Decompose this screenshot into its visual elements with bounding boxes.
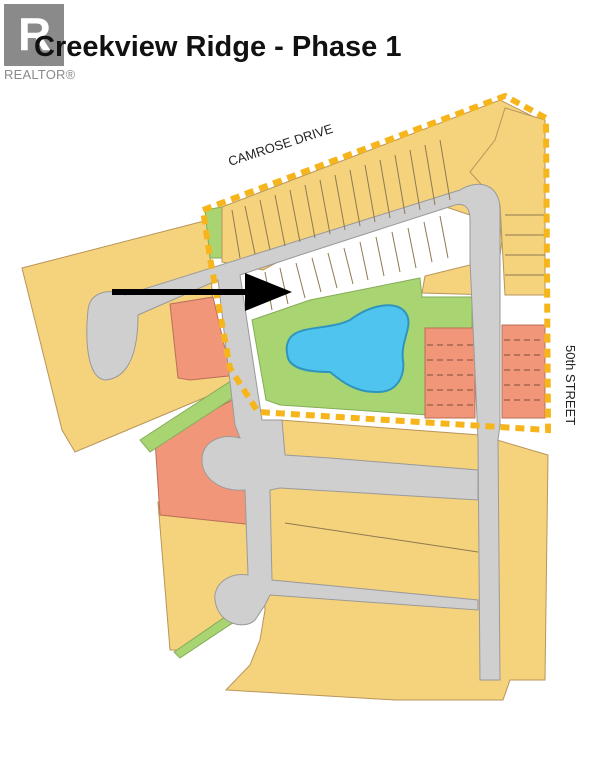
realtor-logo: R REALTOR® bbox=[4, 4, 75, 82]
realtor-r-letter: R bbox=[18, 8, 52, 60]
lot-division-lines bbox=[231, 139, 545, 553]
50th-street-label: 50th STREET bbox=[563, 345, 578, 425]
road-network bbox=[86, 183, 501, 681]
image-bottom-margin bbox=[0, 708, 606, 768]
phase1-commercial-lots-west bbox=[424, 327, 476, 419]
phase1-commercial-lot-lines bbox=[427, 339, 543, 406]
realtor-r-icon: R bbox=[4, 4, 64, 66]
stormwater-pond bbox=[285, 304, 410, 394]
phase1-commercial-lots-east bbox=[501, 324, 546, 419]
phase-1-boundary bbox=[199, 92, 552, 434]
realtor-wordmark: REALTOR® bbox=[4, 67, 76, 82]
camrose-drive-label: CAMROSE DRIVE bbox=[226, 121, 335, 169]
subdivision-title: Creekview Ridge - Phase 1 bbox=[34, 31, 402, 63]
pointer-arrow bbox=[112, 273, 292, 311]
